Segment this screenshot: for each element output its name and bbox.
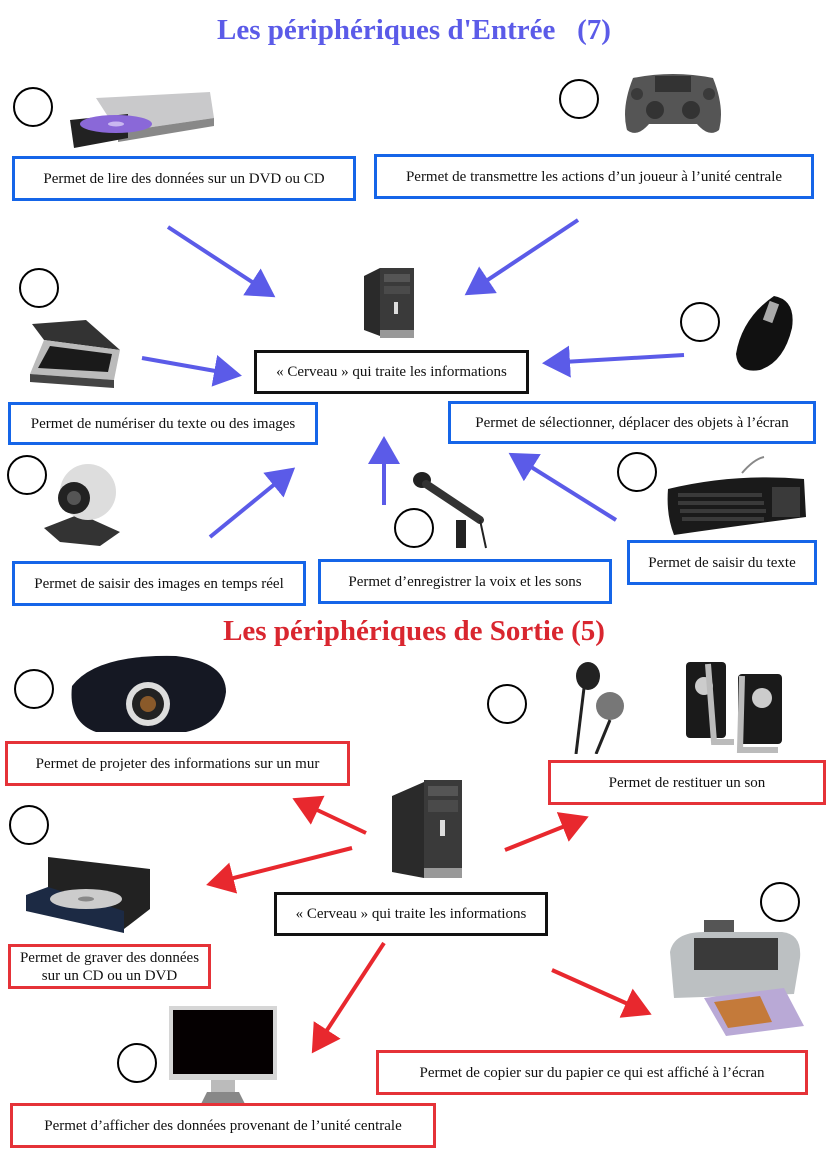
answer-circle-printer[interactable] (760, 882, 800, 922)
earphones-icon (574, 662, 624, 754)
label-speakers: Permet de restituer un son (548, 760, 826, 805)
arrow-scanner (141, 355, 242, 387)
label-dvd-burner: Permet de graver des données sur un CD o… (8, 944, 211, 989)
arrow-monitor (311, 941, 386, 1054)
scanner-icon (30, 320, 120, 388)
label-dvd-reader: Permet de lire des données sur un DVD ou… (12, 156, 356, 201)
answer-circle-monitor[interactable] (117, 1043, 157, 1083)
projector-icon (71, 655, 226, 732)
label-monitor: Permet d’afficher des données provenant … (10, 1103, 436, 1148)
answer-circle-keyboard[interactable] (617, 452, 657, 492)
speakers-icon (686, 662, 782, 753)
computer-tower-icon (364, 268, 414, 338)
input-section-title: Les périphériques d'Entrée (7) (217, 14, 611, 46)
answer-circle-mouse[interactable] (680, 302, 720, 342)
arrow-keyboard (508, 452, 618, 522)
monitor-icon (169, 1006, 277, 1104)
answer-circle-scanner[interactable] (19, 268, 59, 308)
arrow-dvd-reader (166, 225, 276, 298)
printer-icon (670, 920, 804, 1036)
gamepad-icon (625, 74, 721, 133)
microphone-icon (413, 472, 487, 549)
mouse-icon (736, 296, 793, 371)
arrow-gamepad (464, 218, 580, 296)
answer-circle-speakers[interactable] (487, 684, 527, 724)
label-microphone: Permet d’enregistrer la voix et les sons (318, 559, 612, 604)
answer-circle-dvd-burner[interactable] (9, 805, 49, 845)
arrow-projector (292, 795, 367, 835)
arrow-speakers (504, 812, 589, 852)
arrow-printer (551, 968, 652, 1018)
arrow-mouse (542, 345, 685, 378)
input-center-label: « Cerveau » qui traite les informations (254, 350, 529, 394)
arrow-dvd-burner (206, 846, 353, 894)
label-projector: Permet de projeter des informations sur … (5, 741, 350, 786)
answer-circle-gamepad[interactable] (559, 79, 599, 119)
webcam-icon (44, 464, 120, 546)
label-keyboard: Permet de saisir du texte (627, 540, 817, 585)
output-section-title: Les périphériques de Sortie (5) (223, 615, 605, 647)
answer-circle-microphone[interactable] (394, 508, 434, 548)
answer-circle-webcam[interactable] (7, 455, 47, 495)
answer-circle-dvd-reader[interactable] (13, 87, 53, 127)
arrow-webcam (208, 467, 296, 539)
dvd-reader-icon (70, 92, 214, 148)
output-center-label: « Cerveau » qui traite les informations (274, 892, 548, 936)
label-mouse: Permet de sélectionner, déplacer des obj… (448, 401, 816, 444)
label-scanner: Permet de numériser du texte ou des imag… (8, 402, 318, 445)
answer-circle-projector[interactable] (14, 669, 54, 709)
label-printer: Permet de copier sur du papier ce qui es… (376, 1050, 808, 1095)
label-gamepad: Permet de transmettre les actions d’un j… (374, 154, 814, 199)
label-webcam: Permet de saisir des images en temps rée… (12, 561, 306, 606)
dvd-burner-icon (26, 857, 150, 933)
keyboard-icon (667, 456, 806, 535)
computer-tower-icon (392, 780, 462, 878)
